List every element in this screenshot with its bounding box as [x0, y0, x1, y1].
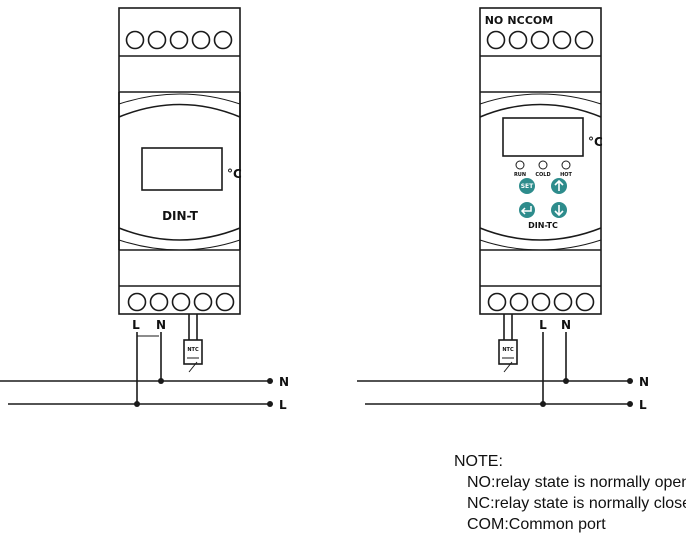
right-model-label: DIN-TC — [528, 221, 558, 230]
left-terminal-n-label: N — [156, 318, 166, 332]
right-bottom-terminals — [487, 292, 595, 312]
left-panel-bottom-curve — [118, 227, 241, 241]
device-din-t: °C DIN-T L N NTC — [118, 7, 242, 404]
right-unit-label: °C — [588, 135, 603, 149]
left-line-l-label: L — [279, 398, 287, 412]
right-ntc-sensor: NTC — [498, 314, 518, 373]
arrow-up-icon — [554, 179, 564, 191]
left-line-n-label: N — [279, 375, 289, 389]
left-panel-top-curve — [118, 103, 241, 118]
indicator-hot-label: HOT — [560, 172, 572, 178]
indicator-cold — [538, 160, 548, 170]
up-button[interactable] — [551, 178, 567, 194]
left-bottom-terminals — [127, 292, 235, 312]
right-terminal-com-label: COM — [525, 14, 553, 27]
left-top-terminals — [125, 30, 233, 50]
right-top-terminals — [486, 30, 594, 50]
right-indicators: RUN COLD HOT — [514, 160, 573, 178]
note-item-nc: NC:relay state is normally close — [467, 495, 686, 512]
down-button[interactable] — [551, 202, 567, 218]
set-button[interactable]: SET — [519, 178, 535, 194]
right-terminal-nc-label: NC — [507, 14, 524, 27]
set-button-label: SET — [521, 183, 534, 190]
note-item-com: COM:Common port — [467, 516, 606, 533]
note-title: NOTE: — [454, 453, 503, 470]
right-ntc-label: NTC — [502, 347, 514, 353]
left-model-label: DIN-T — [162, 209, 199, 223]
enter-arrow-icon — [520, 206, 532, 215]
left-ntc-label: NTC — [187, 347, 199, 353]
left-terminal-l-label: L — [132, 318, 140, 332]
right-display — [502, 117, 584, 157]
right-panel-top-curve — [479, 103, 602, 118]
right-housing — [479, 7, 602, 315]
right-terminal-n-label: N — [561, 318, 571, 332]
left-ntc-sensor: NTC — [183, 314, 203, 373]
note-item-no: NO:relay state is normally open — [467, 474, 686, 491]
arrow-down-icon — [554, 205, 564, 217]
indicator-run — [515, 160, 525, 170]
right-line-l-label: L — [639, 398, 647, 412]
enter-button[interactable] — [519, 202, 535, 218]
right-terminal-no-label: NO — [485, 14, 504, 27]
right-panel-bottom-curve — [479, 227, 602, 241]
note-block: NOTE: NO:relay state is normally open NC… — [454, 451, 686, 535]
indicator-cold-label: COLD — [535, 172, 550, 178]
left-display — [141, 147, 223, 191]
right-terminal-l-label: L — [539, 318, 547, 332]
right-line-n-label: N — [639, 375, 649, 389]
left-unit-label: °C — [227, 167, 242, 181]
indicator-hot — [561, 160, 571, 170]
device-din-tc: NO NC COM °C RUN COLD HOT — [479, 7, 603, 404]
indicator-run-label: RUN — [514, 172, 526, 178]
